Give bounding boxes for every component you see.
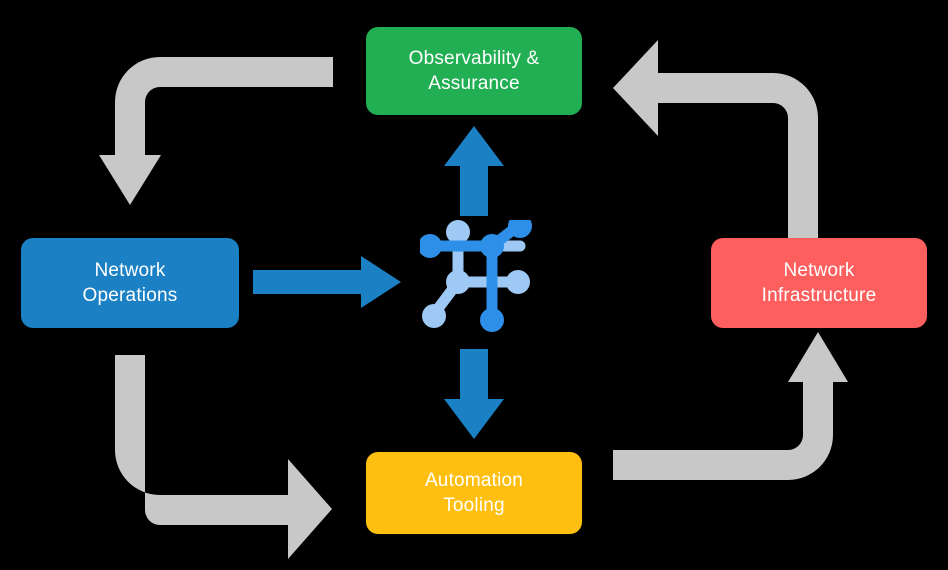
arrow-observability-to-operations (99, 57, 333, 205)
node-observability[interactable]: Observability & Assurance (366, 27, 582, 115)
node-network-infrastructure[interactable]: Network Infrastructure (711, 238, 927, 328)
arrow-automation-to-infrastructure (613, 332, 848, 480)
network-topology-icon (420, 220, 532, 332)
arrow-operations-to-automation (115, 355, 332, 559)
arrow-operations-to-center (253, 256, 401, 308)
arrow-infrastructure-to-observability (613, 40, 818, 244)
arrow-center-to-observability (444, 126, 504, 216)
node-network-operations-label: Network Operations (82, 259, 178, 306)
node-automation-tooling[interactable]: Automation Tooling (366, 452, 582, 534)
arrow-center-to-automation (444, 349, 504, 439)
network-icon-secondary-group (422, 220, 530, 328)
network-icon-primary-group (420, 220, 532, 332)
node-automation-tooling-label: Automation Tooling (424, 469, 524, 516)
node-observability-label: Observability & Assurance (408, 47, 540, 94)
node-network-operations[interactable]: Network Operations (21, 238, 239, 328)
node-network-infrastructure-label: Network Infrastructure (761, 259, 877, 306)
